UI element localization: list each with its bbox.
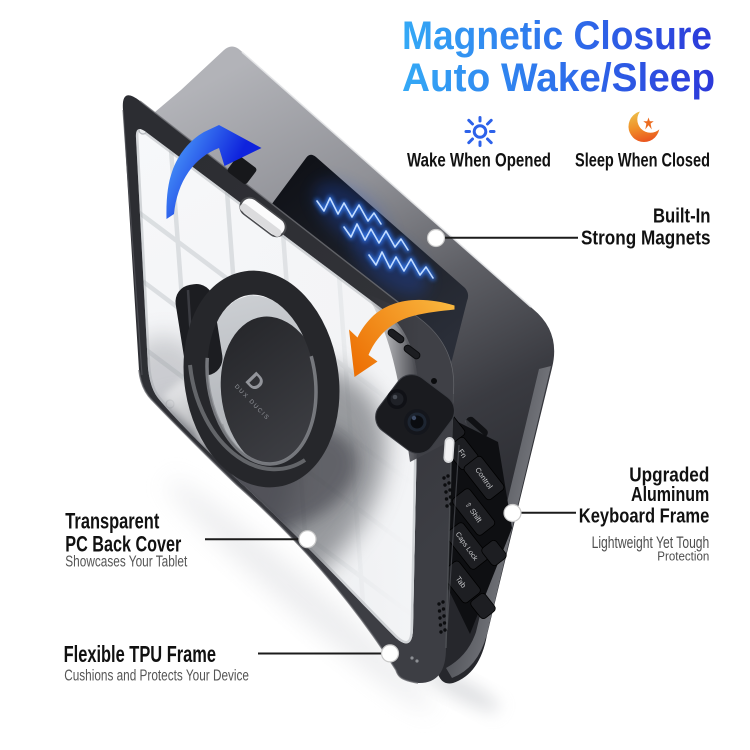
svg-text:Showcases Your Tablet: Showcases Your Tablet xyxy=(65,554,188,571)
svg-text:PC Back Cover: PC Back Cover xyxy=(65,532,181,557)
svg-text:Transparent: Transparent xyxy=(65,509,159,534)
svg-text:Keyboard Frame: Keyboard Frame xyxy=(579,505,710,527)
svg-text:Wake When Opened: Wake When Opened xyxy=(407,151,551,172)
svg-text:Cushions and Protects Your Dev: Cushions and Protects Your Device xyxy=(64,667,249,684)
svg-text:Built-In: Built-In xyxy=(653,206,711,228)
svg-text:Strong Magnets: Strong Magnets xyxy=(581,228,711,250)
svg-text:Magnetic Closure: Magnetic Closure xyxy=(402,14,712,58)
svg-text:Lightweight Yet Tough: Lightweight Yet Tough xyxy=(592,533,710,552)
svg-text:Flexible TPU Frame: Flexible TPU Frame xyxy=(64,641,216,667)
svg-text:Aluminum: Aluminum xyxy=(631,484,709,506)
svg-text:Auto Wake/Sleep: Auto Wake/Sleep xyxy=(402,56,715,100)
svg-text:Fn: Fn xyxy=(456,447,468,459)
svg-text:Sleep When Closed: Sleep When Closed xyxy=(575,151,710,172)
svg-text:Upgraded: Upgraded xyxy=(629,465,709,487)
svg-text:Protection: Protection xyxy=(657,548,709,563)
